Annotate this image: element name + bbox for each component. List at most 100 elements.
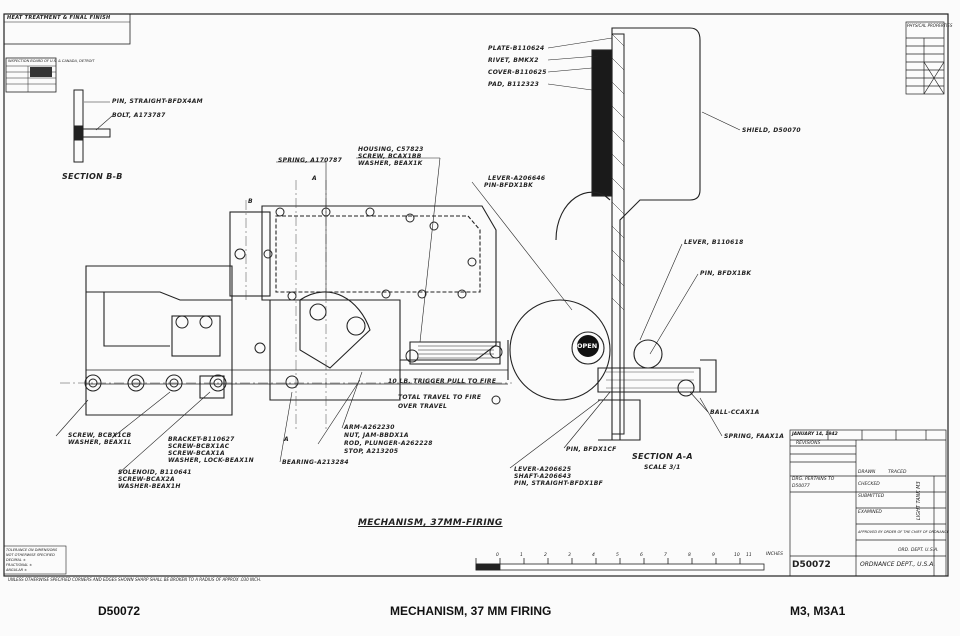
lever-bottom-label: LEVER-A206625 bbox=[514, 466, 572, 473]
total-travel-label: TOTAL TRAVEL TO FIRE bbox=[398, 394, 482, 401]
rod-label: ROD, PLUNGER-A262228 bbox=[344, 440, 433, 447]
leader-lines bbox=[55, 37, 741, 475]
section-bb-title: SECTION B-B bbox=[62, 172, 123, 181]
spring-aa-label: SPRING, FAAX1A bbox=[724, 433, 785, 440]
tb-approved: APPROVED BY ORDER OF THE CHIEF OF ORDNAN… bbox=[858, 530, 949, 534]
nut-label: NUT, JAM-BBDX1A bbox=[344, 432, 409, 439]
scale-tick-10: 10 bbox=[734, 553, 740, 558]
marker-b: B bbox=[248, 198, 253, 205]
section-aa-scale: SCALE 3/1 bbox=[644, 464, 681, 471]
caption-drawing-number: D50072 bbox=[98, 604, 141, 618]
tb-checked: CHECKED bbox=[858, 482, 880, 487]
tb-date: JANUARY 14, 1942 bbox=[792, 432, 838, 437]
solenoid-washer-label: WASHER-BEAX1H bbox=[118, 483, 181, 490]
shaft-bottom-label: SHAFT-A206643 bbox=[514, 473, 572, 480]
tolerance-line-4: FRACTIONAL ± bbox=[6, 563, 33, 567]
bracket-screw2-label: SCREW-BCAX1A bbox=[168, 450, 225, 457]
scale-tick-4: 4 bbox=[592, 553, 595, 558]
scale-tick-3: 3 bbox=[568, 553, 571, 558]
bottom-note: UNLESS OTHERWISE SPECIFIED CORNERS AND E… bbox=[8, 577, 262, 582]
tb-ord-dept: ORD. DEPT. U.S.A. bbox=[898, 548, 939, 553]
engineering-drawing bbox=[3, 13, 949, 577]
stop-label: STOP, A213205 bbox=[344, 448, 399, 455]
bracket-screw1-label: SCREW-BCBX1AC bbox=[168, 443, 230, 450]
housing-label: HOUSING, C57823 bbox=[358, 146, 424, 153]
open-indicator bbox=[577, 335, 599, 357]
tb-ordnance: ORDNANCE DEPT., U.S.A. bbox=[860, 561, 936, 568]
tolerance-line-1: TOLERANCE ON DIMENSIONS bbox=[6, 548, 58, 552]
heat-treatment-label: HEAT TREATMENT & FINAL FINISH bbox=[7, 15, 111, 21]
solenoid-label: SOLENOID, B110641 bbox=[118, 469, 192, 476]
scale-tick-8: 8 bbox=[688, 553, 691, 558]
inspection-stamp bbox=[5, 57, 57, 93]
tb-dwg-pertains: DRG. PERTAINS TO bbox=[792, 477, 835, 482]
title-block bbox=[789, 429, 947, 577]
sheet-border bbox=[3, 13, 949, 577]
tb-revisions: REVISIONS bbox=[796, 441, 821, 446]
bracket-washer-label: WASHER, LOCK-BEAX1N bbox=[168, 457, 254, 464]
physical-properties-box bbox=[905, 21, 945, 95]
bracket-label: BRACKET-B110627 bbox=[168, 436, 235, 443]
tb-dwg-number: D50072 bbox=[792, 560, 831, 570]
section-aa-view bbox=[509, 27, 717, 441]
physical-properties-label: PHYSICAL PROPERTIES bbox=[907, 23, 953, 28]
shield-label: SHIELD, D50070 bbox=[742, 127, 801, 134]
scale-tick-0: 0 bbox=[496, 553, 499, 558]
pin-straight-bottom-label: PIN, STRAIGHT-BFDX1BF bbox=[514, 480, 604, 487]
housing-washer-label: WASHER, BEAX1K bbox=[358, 160, 423, 167]
marker-a-bottom: A bbox=[284, 436, 289, 443]
lever-top-label: LEVER-A206646 bbox=[488, 175, 546, 182]
rivet-label: RIVET, BMKX2 bbox=[488, 57, 539, 64]
washer-left-label: WASHER, BEAX1L bbox=[68, 439, 132, 446]
fasteners bbox=[84, 207, 503, 405]
drawing-title: MECHANISM, 37MM-FIRING bbox=[358, 518, 503, 528]
tb-dwg-ref: D50077 bbox=[792, 484, 810, 489]
pin-right-label: PIN, BFDX1BK bbox=[700, 270, 752, 277]
scale-unit: INCHES bbox=[766, 552, 783, 557]
scale-tick-11: 11 bbox=[746, 553, 752, 558]
scale-tick-6: 6 bbox=[640, 553, 643, 558]
pin-top-label: PIN-BFDX1BK bbox=[484, 182, 534, 189]
tolerance-line-5: ANGULAR ± bbox=[6, 568, 28, 572]
tb-drawn: DRAWN bbox=[858, 470, 876, 475]
scale-tick-1: 1 bbox=[520, 553, 523, 558]
plate-label: PLATE-B110624 bbox=[488, 45, 545, 52]
scale-tick-5: 5 bbox=[616, 553, 619, 558]
spring-label: SPRING, A170787 bbox=[278, 157, 343, 164]
bearing-label: BEARING-A213284 bbox=[282, 459, 349, 466]
section-bb-view bbox=[73, 89, 113, 163]
section-aa-title: SECTION A-A bbox=[632, 452, 693, 461]
cover-label: COVER-B110625 bbox=[488, 69, 547, 76]
tb-traced: TRACED bbox=[888, 470, 907, 475]
top-left-box bbox=[3, 13, 131, 45]
scale-tick-9: 9 bbox=[712, 553, 715, 558]
lever-right-label: LEVER, B110618 bbox=[684, 239, 744, 246]
arm-label: ARM-A262230 bbox=[344, 424, 395, 431]
open-label: OPEN bbox=[577, 342, 598, 350]
tolerance-box bbox=[3, 545, 67, 575]
inspection-stamp-label: INSPECTION BOARD OF U.S. & CANADA, DETRO… bbox=[8, 59, 95, 63]
pin-bottom-label: PIN, BFDX1CF bbox=[566, 446, 617, 453]
bb-part-bolt: BOLT, A173787 bbox=[112, 112, 166, 119]
ball-label: BALL-CCAX1A bbox=[710, 409, 760, 416]
tolerance-line-2: NOT OTHERWISE SPECIFIED bbox=[6, 553, 55, 557]
scale-bar bbox=[475, 558, 765, 571]
marker-a-top: A bbox=[312, 175, 317, 182]
pad-label: PAD, B112323 bbox=[488, 81, 540, 88]
tolerance-line-3: DECIMAL ± bbox=[6, 558, 26, 562]
housing-screw-label: SCREW, BCAX1BB bbox=[358, 153, 422, 160]
caption-title: MECHANISM, 37 MM FIRING bbox=[390, 604, 552, 618]
screw-left-label: SCREW, BCBX1CB bbox=[68, 432, 132, 439]
scale-tick-7: 7 bbox=[664, 553, 667, 558]
mechanism-left-view bbox=[85, 205, 509, 416]
tb-vertical-label: LIGHT TANK M3 bbox=[916, 481, 922, 520]
solenoid-screw-label: SCREW-BCAX2A bbox=[118, 476, 175, 483]
scale-tick-2: 2 bbox=[544, 553, 547, 558]
caption-model: M3, M3A1 bbox=[790, 604, 846, 618]
trigger-pull-label: 10 LB. TRIGGER PULL TO FIRE bbox=[388, 378, 497, 385]
tb-examined: EXAMINED bbox=[858, 510, 882, 515]
tb-submitted: SUBMITTED bbox=[858, 494, 885, 499]
bb-part-pin: PIN, STRAIGHT-BFDX4AM bbox=[112, 98, 203, 105]
over-travel-label: OVER TRAVEL bbox=[398, 403, 448, 410]
